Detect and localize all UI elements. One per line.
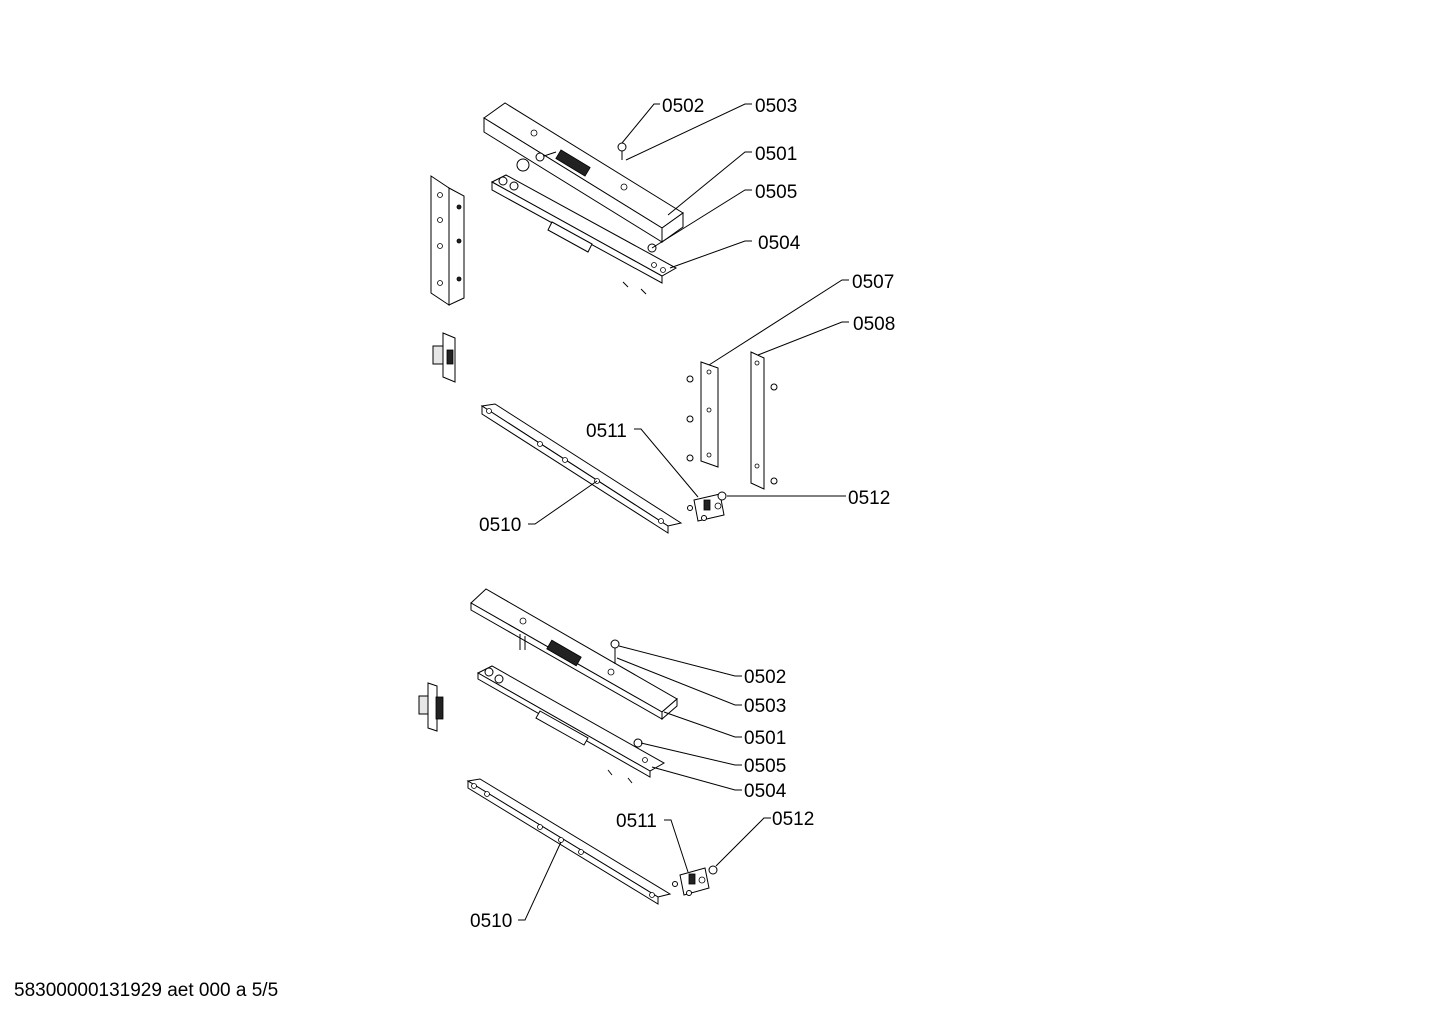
lower-assembly: 0502 0503 0501 0505 0504 0511 0512 0510 (418, 588, 814, 932)
upper-label-0503: 0503 (755, 96, 797, 117)
part-left-bracket (430, 175, 465, 306)
upper-label-0504: 0504 (758, 233, 801, 254)
part-0511-hinge (687, 493, 725, 522)
upper-leader-lines (528, 103, 849, 525)
lower-part-small-latch (418, 682, 444, 732)
upper-assembly: 0502 0503 0501 0505 0504 0507 0508 0511 … (430, 96, 895, 536)
part-small-latch (432, 332, 456, 383)
upper-label-0512: 0512 (848, 488, 890, 509)
lower-label-0502: 0502 (744, 667, 786, 688)
lower-leader-lines (518, 645, 771, 921)
lower-label-0511: 0511 (616, 811, 657, 832)
upper-label-0510: 0510 (479, 515, 521, 536)
lower-part-0510-rail (466, 778, 672, 905)
lower-label-0504: 0504 (744, 781, 787, 802)
upper-label-0507: 0507 (852, 272, 894, 293)
upper-label-0508: 0508 (853, 314, 895, 335)
lower-part-0502-cap (610, 639, 620, 664)
lower-label-0512: 0512 (772, 809, 814, 830)
upper-label-0501: 0501 (755, 144, 797, 165)
part-0504-rail (490, 174, 678, 295)
lower-label-0510: 0510 (470, 911, 512, 932)
lower-label-0503: 0503 (744, 696, 786, 717)
part-0507-plate (686, 361, 719, 468)
part-0510-rail (480, 403, 683, 534)
upper-label-0505: 0505 (755, 182, 797, 203)
part-0502-cap (617, 142, 627, 160)
lower-part-0501-beam (470, 588, 678, 721)
lower-part-0504-rail (476, 665, 666, 784)
document-id-footer: 58300000131929 aet 000 a 5/5 (14, 980, 279, 1001)
part-0512-screw (717, 491, 727, 501)
lower-part-0512-screw (708, 865, 718, 875)
lower-label-0505: 0505 (744, 756, 786, 777)
part-0508-plate (750, 351, 778, 490)
lower-part-0511-hinge (672, 867, 710, 896)
lower-label-0501: 0501 (744, 728, 786, 749)
upper-label-0502: 0502 (662, 96, 704, 117)
upper-label-0511: 0511 (586, 421, 627, 442)
part-0501-beam (483, 102, 684, 243)
